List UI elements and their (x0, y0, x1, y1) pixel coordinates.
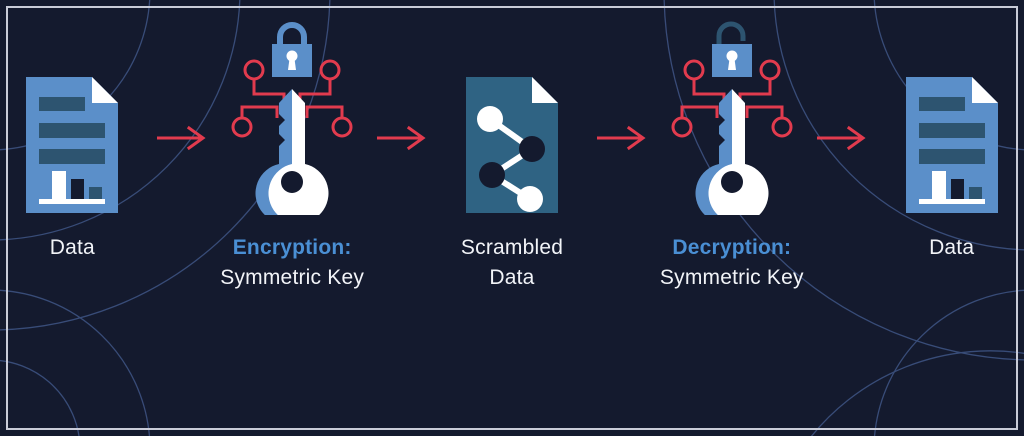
caption-accent: Decryption: (672, 236, 792, 259)
stage-caption: Scrambled Data (461, 233, 563, 293)
caption-accent: Encryption: (232, 236, 352, 259)
key-open-lock-icon (667, 0, 797, 215)
arrow-4 (804, 0, 879, 215)
stage-data-in: Data (0, 0, 145, 263)
key-closed-lock-icon (227, 0, 357, 215)
arrow-2 (364, 0, 439, 215)
stage-scrambled: Scrambled Data (440, 0, 585, 293)
arrow-1 (145, 0, 220, 215)
arrow-right-icon (157, 125, 206, 150)
circuit-traces (671, 59, 793, 138)
stage-caption: Encryption: Symmetric Key (220, 233, 364, 293)
padlock-open-icon (711, 21, 752, 77)
caption-line-1: Scrambled (460, 236, 564, 259)
document-chart-icon (902, 0, 1002, 215)
document-chart-icon (22, 0, 122, 215)
arrow-right-icon (816, 125, 866, 150)
arrow-3 (584, 0, 659, 215)
stage-decryption: Decryption: Symmetric Key (660, 0, 805, 293)
scrambled-document-icon (462, 0, 562, 215)
arrow-right-icon (377, 125, 426, 150)
padlock-closed-icon (272, 22, 313, 77)
stage-caption: Data (929, 233, 974, 263)
stage-caption: Decryption: Symmetric Key (660, 233, 804, 293)
arrow-right-icon (596, 125, 646, 150)
stage-data-out: Data (879, 0, 1024, 263)
caption-line-2: Data (489, 265, 535, 289)
caption-line-1: Data (49, 236, 95, 259)
caption-line-1: Data (929, 236, 975, 259)
stage-caption: Data (50, 233, 95, 263)
caption-line-2: Symmetric Key (220, 265, 365, 289)
stage-encryption: Encryption: Symmetric Key (220, 0, 365, 293)
caption-line-2: Symmetric Key (659, 265, 804, 289)
